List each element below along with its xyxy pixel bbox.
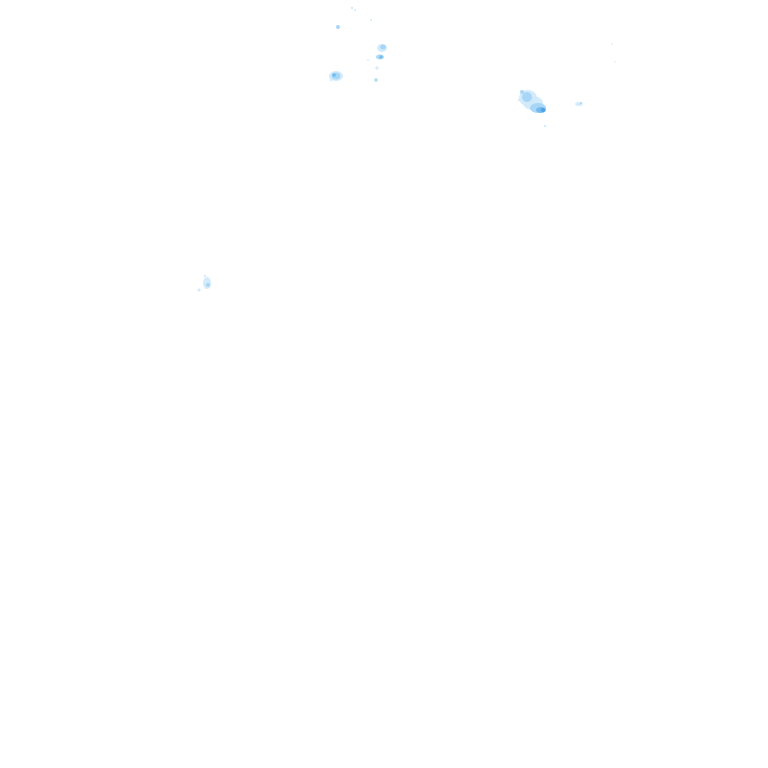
precip-cell-top-specks (350, 6, 616, 63)
precip-cell-west (197, 274, 211, 292)
precip-cell-small-north (336, 25, 340, 29)
precip-cell-east (575, 102, 583, 106)
precip-cell-northwest (329, 71, 343, 82)
precip-cell-main-northeast (517, 90, 547, 128)
precip-cell-cluster-north-center (367, 44, 387, 83)
